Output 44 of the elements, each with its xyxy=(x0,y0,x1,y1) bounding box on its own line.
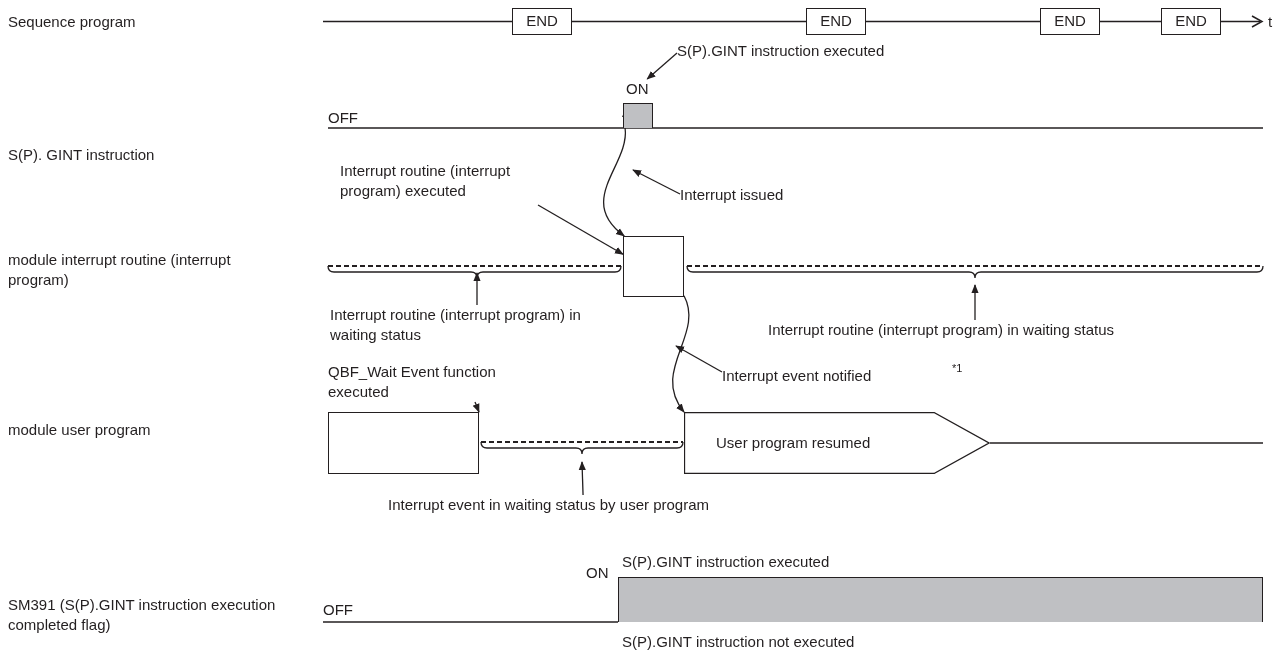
signal-pulse xyxy=(623,103,653,128)
leader-line xyxy=(971,284,979,321)
end-box: END xyxy=(512,8,572,35)
label-text: Sequence program xyxy=(8,12,136,32)
label-text: t xyxy=(1268,12,1273,32)
signal-pulse xyxy=(618,577,1263,622)
label-text: S(P). GINT instruction xyxy=(8,145,155,165)
state-label: S(P).GINT instruction executed xyxy=(622,552,830,572)
state-label: S(P).GINT instruction not executed xyxy=(622,632,855,652)
annotation-text: Interrupt issued xyxy=(680,185,840,205)
program-block xyxy=(684,412,990,474)
annotation-text: Interrupt routine (interrupt program) in waiting status xyxy=(330,305,630,347)
annotation-text: QBF_Wait Event function executed xyxy=(328,362,538,402)
connector-line xyxy=(1099,20,1162,23)
annotation-text: Interrupt routine (interrupt program) executed xyxy=(340,161,560,205)
leader-line xyxy=(473,272,481,306)
footnote-mark: *1 xyxy=(952,362,963,374)
annotation-text: S(P).GINT instruction executed xyxy=(677,41,977,61)
leader-line xyxy=(646,52,678,80)
label-text: module interrupt routine (interrupt program) xyxy=(8,250,232,290)
curved-arrow xyxy=(603,127,626,237)
end-box: END xyxy=(1040,8,1100,35)
block-label: User program resumed xyxy=(716,433,871,453)
end-box: END xyxy=(1161,8,1221,35)
connector-line xyxy=(571,20,807,23)
label-text: ON xyxy=(586,563,609,583)
process-block xyxy=(328,412,479,474)
leader-line xyxy=(472,401,480,413)
leader-line xyxy=(632,169,681,195)
annotation-text: Interrupt event notified xyxy=(722,366,907,386)
label-text: OFF xyxy=(323,600,353,620)
label-text: SM391 (S(P).GINT instruction execution completed flag) xyxy=(8,595,277,635)
label-text: OFF xyxy=(328,108,358,128)
process-block xyxy=(623,236,684,297)
leader-line xyxy=(578,461,586,496)
annotation-text: Interrupt routine (interrupt program) in waiting status xyxy=(768,320,1268,340)
curved-arrow xyxy=(671,295,690,413)
leader-line xyxy=(675,345,723,373)
annotation-text: Interrupt event in waiting status by user program xyxy=(388,495,858,515)
leader-line xyxy=(537,204,624,255)
annotation-text: ON xyxy=(626,79,651,99)
connector-line xyxy=(865,20,1041,23)
label-text: module user program xyxy=(8,420,152,440)
end-box: END xyxy=(806,8,866,35)
